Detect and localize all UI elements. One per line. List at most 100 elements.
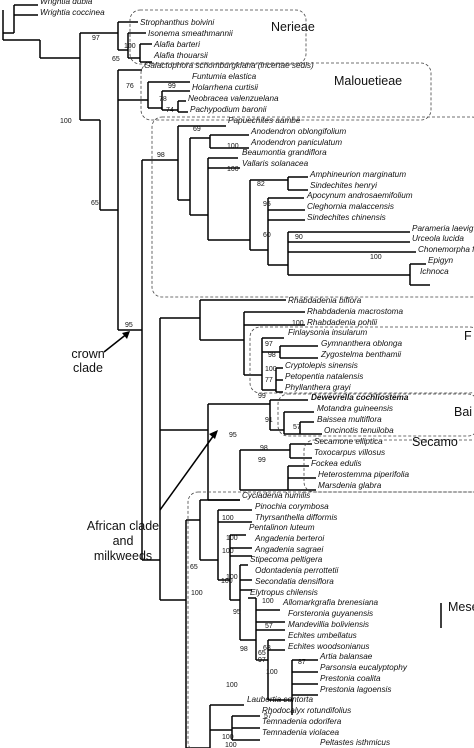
support-value: 100 xyxy=(265,366,277,373)
taxon-label: Temnadenia violacea xyxy=(262,728,340,737)
clade-label-malouetieae: Malouetieae xyxy=(334,74,402,88)
clade-label-f: F xyxy=(464,329,472,343)
support-value: 68 xyxy=(263,645,271,652)
clade-label-bai: Bai xyxy=(454,405,472,419)
taxon-label: Artia balansae xyxy=(319,652,373,661)
clade-label-secamone: Secamo xyxy=(412,435,458,449)
taxon-label: Rhodocalyx rotundifolius xyxy=(262,706,351,715)
support-value: 100 xyxy=(226,682,238,689)
annotation-african: African clade xyxy=(87,519,159,533)
support-value: 65 xyxy=(258,650,266,657)
taxon-label: Funtumia elastica xyxy=(192,72,257,81)
support-value: 100 xyxy=(227,166,239,173)
taxon-label: Anodendron paniculatum xyxy=(250,138,342,147)
taxon-label: Isonema smeathmannii xyxy=(148,29,233,38)
support-value: 98 xyxy=(260,445,268,452)
taxon-label: Toxocarpus villosus xyxy=(314,448,385,457)
african-arrow-line xyxy=(159,434,215,511)
malouetieae-box xyxy=(140,62,432,121)
annotation-african: and xyxy=(113,534,134,548)
african-arrow-head xyxy=(209,430,218,439)
taxon-label: Beaumontia grandiflora xyxy=(242,148,327,157)
taxon-label: Neobracea valenzuelana xyxy=(188,94,279,103)
taxon-label: Wrightia coccinea xyxy=(40,8,105,17)
taxon-label: Angadenia sagraei xyxy=(254,545,323,554)
taxon-label: Prestonia coalita xyxy=(320,674,381,683)
taxon-label: Marsdenia glabra xyxy=(318,481,382,490)
taxon-label: Baissea multiflora xyxy=(317,415,382,424)
taxon-label: Sindechites chinensis xyxy=(307,213,386,222)
crown-arrow-line xyxy=(103,332,129,353)
taxon-label: Finlaysonia insularum xyxy=(288,328,367,337)
support-value: 65 xyxy=(190,564,198,571)
support-value: 100 xyxy=(292,320,304,327)
taxon-label: Petopentia natalensis xyxy=(285,372,363,381)
taxon-label: Rhabdadenia pohlii xyxy=(307,318,377,327)
support-value: 100 xyxy=(227,143,239,150)
taxon-label: Pachypodium baronii xyxy=(190,105,267,114)
large-clade-box xyxy=(151,116,474,298)
support-value: 100 xyxy=(370,254,382,261)
support-value: 100 xyxy=(222,548,234,555)
taxon-label: Echites umbellatus xyxy=(288,631,357,640)
taxon-label: Echites woodsonianus xyxy=(288,642,369,651)
support-value: 82 xyxy=(257,181,265,188)
clade-label-mesec: Mesec xyxy=(448,600,474,614)
support-value: 100 xyxy=(222,515,234,522)
support-value: 100 xyxy=(226,535,238,542)
support-value: 74 xyxy=(166,107,174,114)
taxon-label: Anodendron oblongifolium xyxy=(250,127,346,136)
support-value: 57 xyxy=(293,424,301,431)
taxon-label: Alafia thouarsii xyxy=(153,51,208,60)
support-value: 99 xyxy=(258,393,266,400)
taxon-label: Alafia barteri xyxy=(153,40,200,49)
taxon-label: Peltastes isthmicus xyxy=(320,738,390,747)
support-value: 100 xyxy=(60,118,72,125)
f-clade-box xyxy=(249,326,474,394)
taxon-label: Gymnanthera oblonga xyxy=(321,339,402,348)
support-value: 91 xyxy=(265,417,273,424)
taxon-label: Oncinotis tenuiloba xyxy=(324,426,394,435)
support-value: 100 xyxy=(226,574,238,581)
taxon-label: Allomarkgrafia brenesiana xyxy=(282,598,379,607)
support-value: 95 xyxy=(263,201,271,208)
taxon-label: Fockea edulis xyxy=(311,459,362,468)
taxon-label: Epigyn xyxy=(428,256,453,265)
bai-clade-box xyxy=(277,393,474,437)
support-value: 78 xyxy=(159,96,167,103)
taxon-label: Ichnoca xyxy=(420,267,449,276)
taxon-label: Holarrhena curtisii xyxy=(192,83,258,92)
taxon-label: Apocynum androsaemifolium xyxy=(306,191,413,200)
support-value: 100 xyxy=(262,598,274,605)
taxon-label: Zygostelma benthamii xyxy=(320,350,401,359)
taxon-label: Urceola lucida xyxy=(412,234,464,243)
support-value: 65 xyxy=(91,200,99,207)
taxon-label: Stipecoma peltigera xyxy=(250,555,323,564)
taxon-label: Wrightia dubia xyxy=(40,0,93,6)
support-value: 98 xyxy=(240,646,248,653)
support-value: 97 xyxy=(265,341,273,348)
taxon-label: Secamone elliptica xyxy=(314,437,383,446)
taxon-label: Rhabdadenia macrostoma xyxy=(307,307,403,316)
support-value: 65 xyxy=(112,56,120,63)
taxon-label: Elytropus chilensis xyxy=(250,588,318,597)
taxon-label: Vallaris solanacea xyxy=(242,159,309,168)
support-value: 95 xyxy=(233,609,241,616)
taxon-label: Pinochia corymbosa xyxy=(255,502,329,511)
annotation-crown: clade xyxy=(73,361,103,375)
support-value: 98 xyxy=(157,152,165,159)
nerieae-box xyxy=(129,9,307,65)
support-value: 77 xyxy=(265,377,273,384)
support-value: 90 xyxy=(295,234,303,241)
support-value: 100 xyxy=(222,734,234,741)
support-value: 97 xyxy=(258,657,266,664)
taxon-label: Cycladenia humilis xyxy=(242,491,310,500)
support-value: 57 xyxy=(264,713,272,720)
mesec-clade-box xyxy=(187,491,474,748)
taxon-label: Sindechites henryi xyxy=(310,181,377,190)
taxon-label: Prestonia lagoensis xyxy=(320,685,391,694)
taxon-label: Amphineurion marginatum xyxy=(309,170,406,179)
support-value: 69 xyxy=(193,126,201,133)
support-value: 98 xyxy=(268,352,276,359)
